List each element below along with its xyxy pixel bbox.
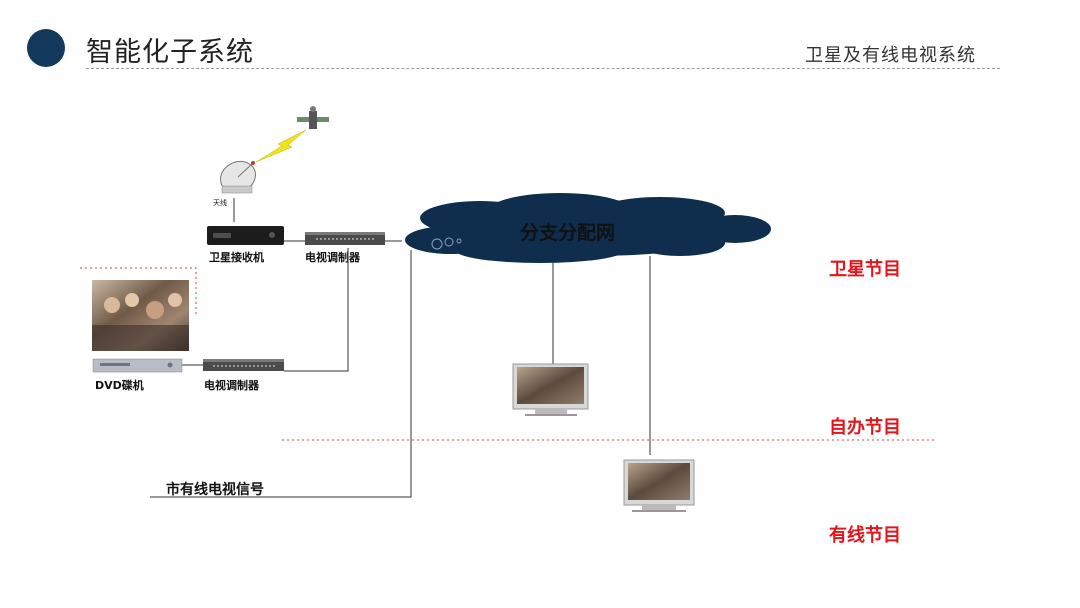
city-signal-label: 市有线电视信号 [166, 482, 264, 498]
header-divider [86, 68, 1000, 69]
page-title: 智能化子系统 [86, 37, 254, 68]
satellite-icon [297, 106, 329, 129]
dvd-player-icon [92, 358, 183, 373]
receiver-icon [207, 226, 284, 245]
header-dot [27, 29, 65, 67]
tv-icon [512, 363, 589, 416]
dvd-label: DVD碟机 [95, 379, 144, 392]
page-subtitle: 卫星及有线电视系统 [805, 45, 976, 66]
cloud-label: 分支分配网 [520, 222, 616, 244]
category-satellite: 卫星节目 [829, 259, 901, 280]
category-cable: 有线节目 [829, 525, 901, 546]
modulator-bottom-icon [203, 359, 284, 371]
dvd-area-dashed-border [80, 267, 197, 314]
bottom-modulator-line [284, 248, 349, 372]
antenna-label: 天线 [213, 199, 227, 207]
connection-lines [150, 198, 651, 498]
modulator-top-label: 电视调制器 [305, 251, 360, 264]
receiver-label: 卫星接收机 [209, 251, 264, 264]
category-self-made: 自办节目 [829, 417, 901, 438]
dish-antenna-icon [219, 160, 257, 194]
cloud-small-circles [431, 237, 462, 250]
crowd-photo [92, 280, 189, 351]
modulator-top-icon [305, 232, 385, 245]
modulator-bottom-label: 电视调制器 [204, 379, 259, 392]
city-signal-line [150, 250, 412, 498]
tv-icon [623, 459, 695, 512]
distribution-network-cloud [405, 193, 771, 263]
lightning-icon [255, 129, 307, 163]
